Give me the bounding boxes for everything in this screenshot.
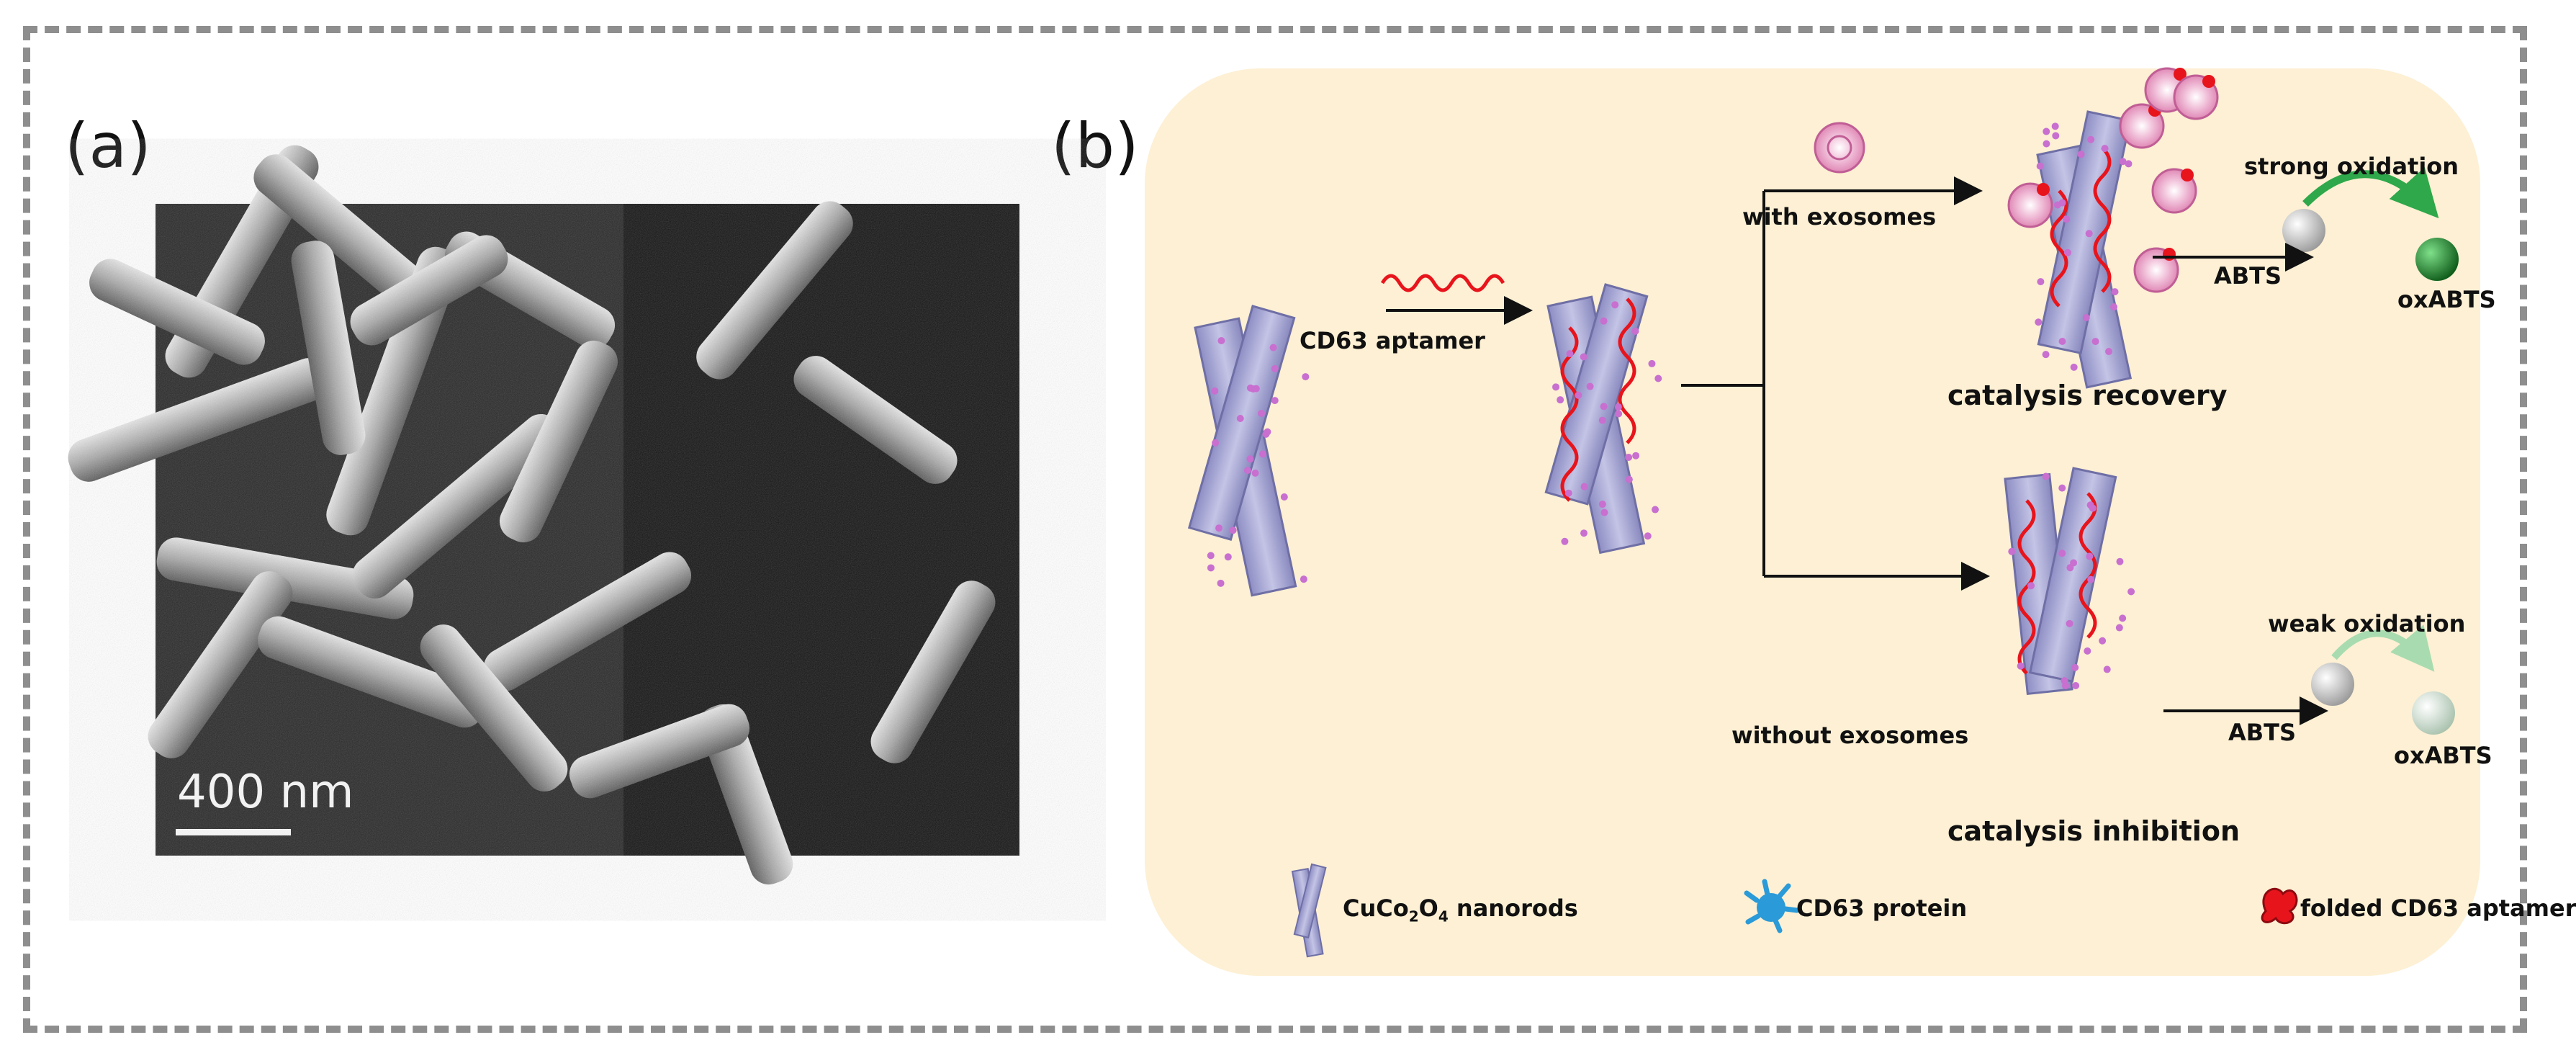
exosome-icon [1814,122,1865,174]
nanorod-micrograph-image [68,145,1019,885]
panel-label-b: (b) [1051,110,1139,182]
detection-schematic: CD63 aptamer with exosomes without exoso… [1145,67,2576,976]
legend-folded-aptamer-icon [2261,887,2298,925]
bare-nanorods [1187,305,1310,597]
oxabts-label-top: oxABTS [2397,286,2496,313]
weak-oxidation-label: weak oxidation [2268,610,2466,637]
catalysis-recovery-label: catalysis recovery [1947,380,2228,411]
strong-oxidation-arrow [2302,167,2439,219]
schematic-graphics [1187,67,2459,958]
weak-oxidation-arrow [2331,624,2435,672]
oxabts-ball-top [2415,238,2459,281]
abts-label-bottom: ABTS [2228,719,2297,746]
inhibition-nanorods [2004,467,2135,696]
without-exosomes-label: without exosomes [1731,722,1969,749]
abts-ball-bottom [2311,663,2354,706]
legend-nanorod-icon [1291,863,1327,958]
figure-frame [23,26,2527,1033]
sem-micrograph: 400 nm [68,145,1019,885]
legend-cd63-protein-label: CD63 protein [1796,895,1968,922]
recovery-nanorods [2007,67,2219,389]
with-exosomes-label: with exosomes [1742,203,1937,230]
aptamer-strand-icon [1380,274,1505,292]
scale-bar [176,829,291,835]
step-aptamer-label: CD63 aptamer [1300,327,1485,354]
oxabts-ball-bottom [2412,691,2455,735]
aptamer-coated-nanorods [1544,283,1662,555]
oxabts-label-bottom: oxABTS [2394,742,2492,769]
catalysis-inhibition-label: catalysis inhibition [1947,815,2240,847]
scale-bar-label: 400 nm [177,766,354,819]
panel-label-a: (a) [65,110,151,182]
abts-label-top: ABTS [2214,262,2282,290]
abts-ball-top [2282,209,2325,252]
legend-cd63-protein-icon [1744,879,1800,933]
legend-folded-aptamer-label: folded CD63 aptamer [2300,895,2576,922]
strong-oxidation-label: strong oxidation [2244,153,2459,180]
legend-nanorods-label: CuCo2O4 nanorods [1343,895,1578,925]
